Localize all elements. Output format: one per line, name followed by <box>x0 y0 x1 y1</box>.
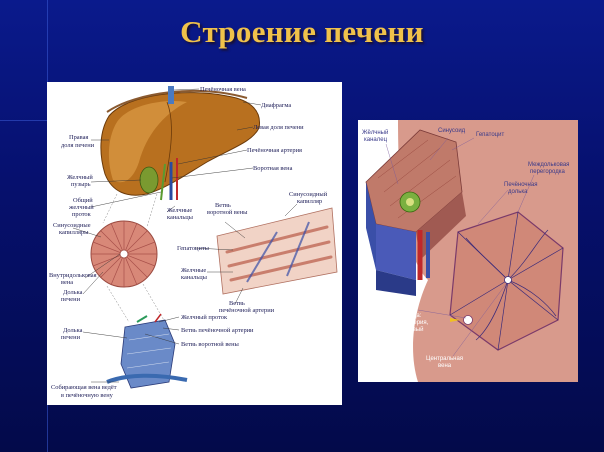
label-triad-line2: печёночная триада: <box>366 313 422 319</box>
label-bile-canals-line2: канальцы <box>167 214 194 221</box>
label-hepatocytes: Гепатоциты <box>177 245 210 252</box>
label-sinusoid-capillary-line1: Синусоидный <box>289 191 328 198</box>
label-hepatic-artery: Печёночная артерия <box>247 147 302 154</box>
label-triad-line3: междольковая артерия, <box>362 320 429 326</box>
label-common-duct-line3: проток <box>72 211 92 218</box>
label-right-lobe-line1: Правая <box>69 134 88 141</box>
lobule-hexagon <box>449 211 564 351</box>
label-portal-branch-b: Ветвь воротной вены <box>181 341 240 348</box>
label-triad-line4: вена и междольковый <box>362 326 423 333</box>
label-triad-line5: жёлчный проток <box>366 333 411 340</box>
decor-horizontal-line <box>0 120 47 121</box>
label-artery-branch-line2: печёночной артерии <box>219 307 275 314</box>
tissue-block-3d <box>365 129 466 296</box>
lobule-3d-detail <box>106 313 188 389</box>
label-bile-canals-b-line1: Желчные <box>181 267 206 274</box>
label-central-vein-line2: вена <box>438 363 452 369</box>
label-lobule-line2: печени <box>61 296 81 303</box>
label-gallbladder-line2: пузырь <box>71 181 91 188</box>
gallbladder <box>139 166 159 194</box>
label-interlobular-septum-line2: перегородка <box>530 169 565 175</box>
label-common-duct-line1: Общий <box>73 197 93 204</box>
label-portal-branch-line2: воротной вены <box>207 209 248 216</box>
lobule-cross-section <box>90 220 158 288</box>
label-artery-branch-b: Ветвь печёночной артерии <box>181 327 254 334</box>
label-artery-branch-line1: Ветвь <box>229 300 245 307</box>
label-lobule-line1: Долька <box>63 289 83 296</box>
label-hepatocyte: Гепатоцит <box>476 132 504 138</box>
label-bile-canals-line1: Желчные <box>167 207 192 214</box>
label-lobule-b-line1: Долька <box>63 327 83 334</box>
label-bile-canal-line2: каналец <box>364 137 388 143</box>
label-intralobular-vein-line2: вена <box>61 279 73 286</box>
label-hepatic-lobule-line2: долька <box>508 189 528 195</box>
label-intralobular-vein-line1: Внутридольковая <box>49 272 97 279</box>
label-bile-canals-b-line2: канальцы <box>181 274 208 281</box>
slide-title: Строение печени <box>180 14 424 49</box>
label-sinusoid-capillaries-line1: Синусоидные <box>53 222 91 229</box>
label-lobule-b-line2: печени <box>61 334 81 341</box>
label-hepatic-vein: Печёночная вена <box>200 86 246 93</box>
label-collecting-vein-line1: Собирающая вена ведёт <box>51 384 117 391</box>
liver-anatomy-panel: Печёночная вена Диафрагма Правая доля пе… <box>47 82 342 405</box>
sinusoid-detail <box>216 207 338 295</box>
label-interlobular-septum-line1: Междольковая <box>528 162 569 168</box>
label-portal-vein: Воротная вена <box>253 165 293 172</box>
label-central-vein-line1: Центральная <box>426 356 463 362</box>
label-sinusoid-capillaries-line2: капилляры <box>59 229 89 236</box>
label-triad-line1: Междольковая <box>366 306 407 312</box>
label-gallbladder-line1: Желчный <box>67 174 93 181</box>
triad-marker <box>450 315 473 325</box>
label-left-lobe: Левая доля печени <box>253 124 304 131</box>
label-bile-duct: Желчный проток <box>181 314 228 321</box>
label-hepatic-lobule-line1: Печёночная <box>504 182 537 188</box>
lobule-structure-panel: Жёлчный каналец Синусоид Гепатоцит Междо… <box>358 120 578 382</box>
label-sinusoid: Синусоид <box>438 128 466 134</box>
label-diaphragm: Диафрагма <box>261 102 291 109</box>
label-sinusoid-capillary-line2: капилляр <box>297 198 322 205</box>
label-portal-branch-line1: Ветвь <box>215 202 231 209</box>
label-right-lobe-line2: доля печени <box>61 142 95 149</box>
label-collecting-vein-line2: в печёночную вену <box>61 392 114 399</box>
label-bile-canal-line1: Жёлчный <box>362 129 388 136</box>
lobule-structure-diagram: Жёлчный каналец Синусоид Гепатоцит Междо… <box>362 120 578 382</box>
label-common-duct-line2: желчный <box>68 204 94 211</box>
liver-anatomy-diagram: Печёночная вена Диафрагма Правая доля пе… <box>49 86 338 399</box>
